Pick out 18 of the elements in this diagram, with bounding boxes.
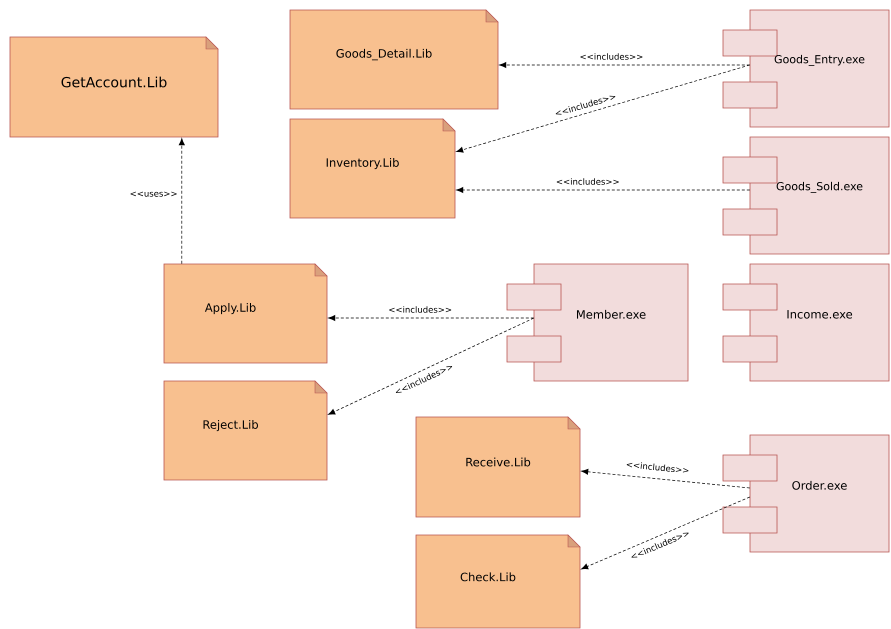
arrow [581, 468, 750, 488]
edge-label: <<includes>> [387, 305, 454, 314]
component-box: Order.exe [722, 434, 890, 552]
arrow [499, 62, 750, 68]
edge-label: <<includes>> [624, 460, 691, 475]
component-box: Income.exe [722, 264, 890, 382]
arrow [328, 315, 534, 321]
edge-label: <<includes>> [554, 177, 621, 186]
arrow [581, 496, 750, 570]
arrow [178, 138, 185, 264]
edge-label: <<uses>> [128, 190, 179, 198]
edge-label: <<includes>> [578, 52, 644, 61]
arrow [328, 318, 534, 415]
component-box: Goods_Sold.exe [722, 136, 890, 254]
arrow [456, 64, 750, 153]
component-box: Goods_Entry.exe [722, 10, 890, 128]
component-box: Member.exe [506, 264, 688, 382]
arrow [456, 187, 750, 193]
